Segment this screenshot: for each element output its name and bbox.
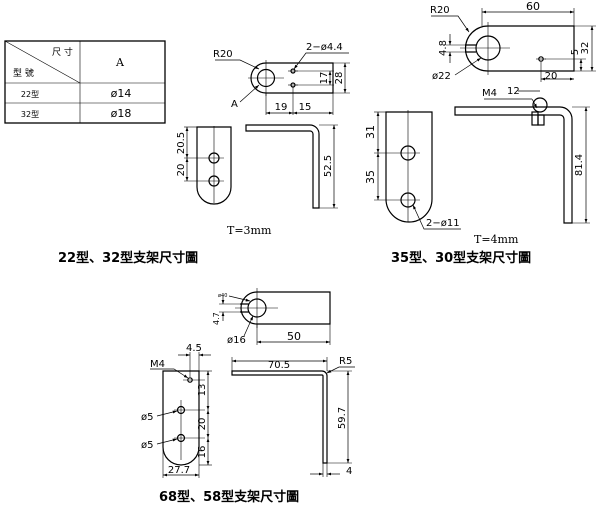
side-view: 70.5 R5 59.7 4 [231,356,355,477]
dim-4-7: 4.7 [212,312,221,325]
size-table: 尺 寸 型 號 A 22型 ø14 32型 ø18 [4,40,166,124]
dim-holes: 2−ø4.4 [306,42,343,53]
dim-12: 12 [507,86,520,97]
table-cell-model: 32型 [21,110,39,119]
dim-20: 20 [545,71,558,82]
table-header-a: A [115,56,125,69]
thickness-label: T=3mm [227,224,272,237]
dim-16: ø16 [227,335,246,346]
side-view: 52.5 [245,124,338,209]
dim-r5: R5 [339,356,352,367]
dim-22: ø22 [432,71,451,82]
dim-20: 20 [197,418,208,431]
label-m4: M4 [482,88,497,99]
dim-20-5: 20.5 [176,132,187,154]
table-header-size: 尺 寸 [52,46,73,58]
dim-27-7: 27.7 [168,465,190,476]
dim-81-4: 81.4 [574,154,585,176]
label-a: A [231,99,238,110]
dim-15: 15 [299,102,312,113]
dim-31: 31 [364,125,377,139]
label-m4: M4 [150,359,165,370]
dim-13: 13 [197,384,208,397]
bracket-35-30-drawing: R20 60 4.8 32 5 ø22 [364,0,596,266]
dim-28: 28 [334,72,345,85]
dim-52-5: 52.5 [323,155,334,177]
dim-holes: 2−ø11 [426,218,460,229]
plan-view: R20 2−ø4.4 A 17 28 19 15 [213,42,350,115]
dim-35: 35 [364,170,377,184]
front-view: 31 35 2−ø11 [364,110,461,230]
dim-60: 60 [526,0,540,13]
plan-view: ø40 4.7 ø16 50 [212,288,331,346]
dim-16: 16 [197,446,208,459]
table-cell-model: 22型 [21,90,39,99]
dim-5a: ø5 [141,412,153,423]
dim-5b: ø5 [141,440,153,451]
dim-32: 32 [580,42,591,55]
table-cell-a: ø14 [111,87,132,100]
table-header-model: 型 號 [13,67,34,79]
dim-4-8: 4.8 [438,40,449,56]
plan-view: R20 60 4.8 32 5 ø22 [430,0,596,82]
bracket-68-58-drawing: ø40 4.7 ø16 50 [141,288,355,505]
dim-20: 20 [176,164,187,177]
caption-22-32: 22型、32型支架尺寸圖 [58,250,198,266]
caption-35-30: 35型、30型支架尺寸圖 [391,250,531,266]
bracket-22-32-drawing: R20 2−ø4.4 A 17 28 19 15 [58,42,350,266]
dim-19: 19 [275,102,288,113]
dim-r20: R20 [430,5,450,16]
dim-4: 4 [346,466,352,477]
dim-50: 50 [287,330,301,343]
thickness-label: T=4mm [474,233,519,246]
dim-70-5: 70.5 [268,360,290,371]
table-cell-a: ø18 [111,107,132,120]
front-view: 20.5 20 [176,126,232,205]
dim-17: 17 [319,72,330,85]
caption-68-58: 68型、58型支架尺寸圖 [159,489,299,505]
dim-4-5: 4.5 [186,343,202,354]
dim-5: 5 [570,49,581,55]
side-view: M4 12 81.4 [454,86,590,224]
front-view: 13 20 16 4.5 M4 ø5 ø5 27.7 [141,343,212,478]
dim-59-7: 59.7 [337,407,348,429]
dim-r20: R20 [213,49,233,60]
